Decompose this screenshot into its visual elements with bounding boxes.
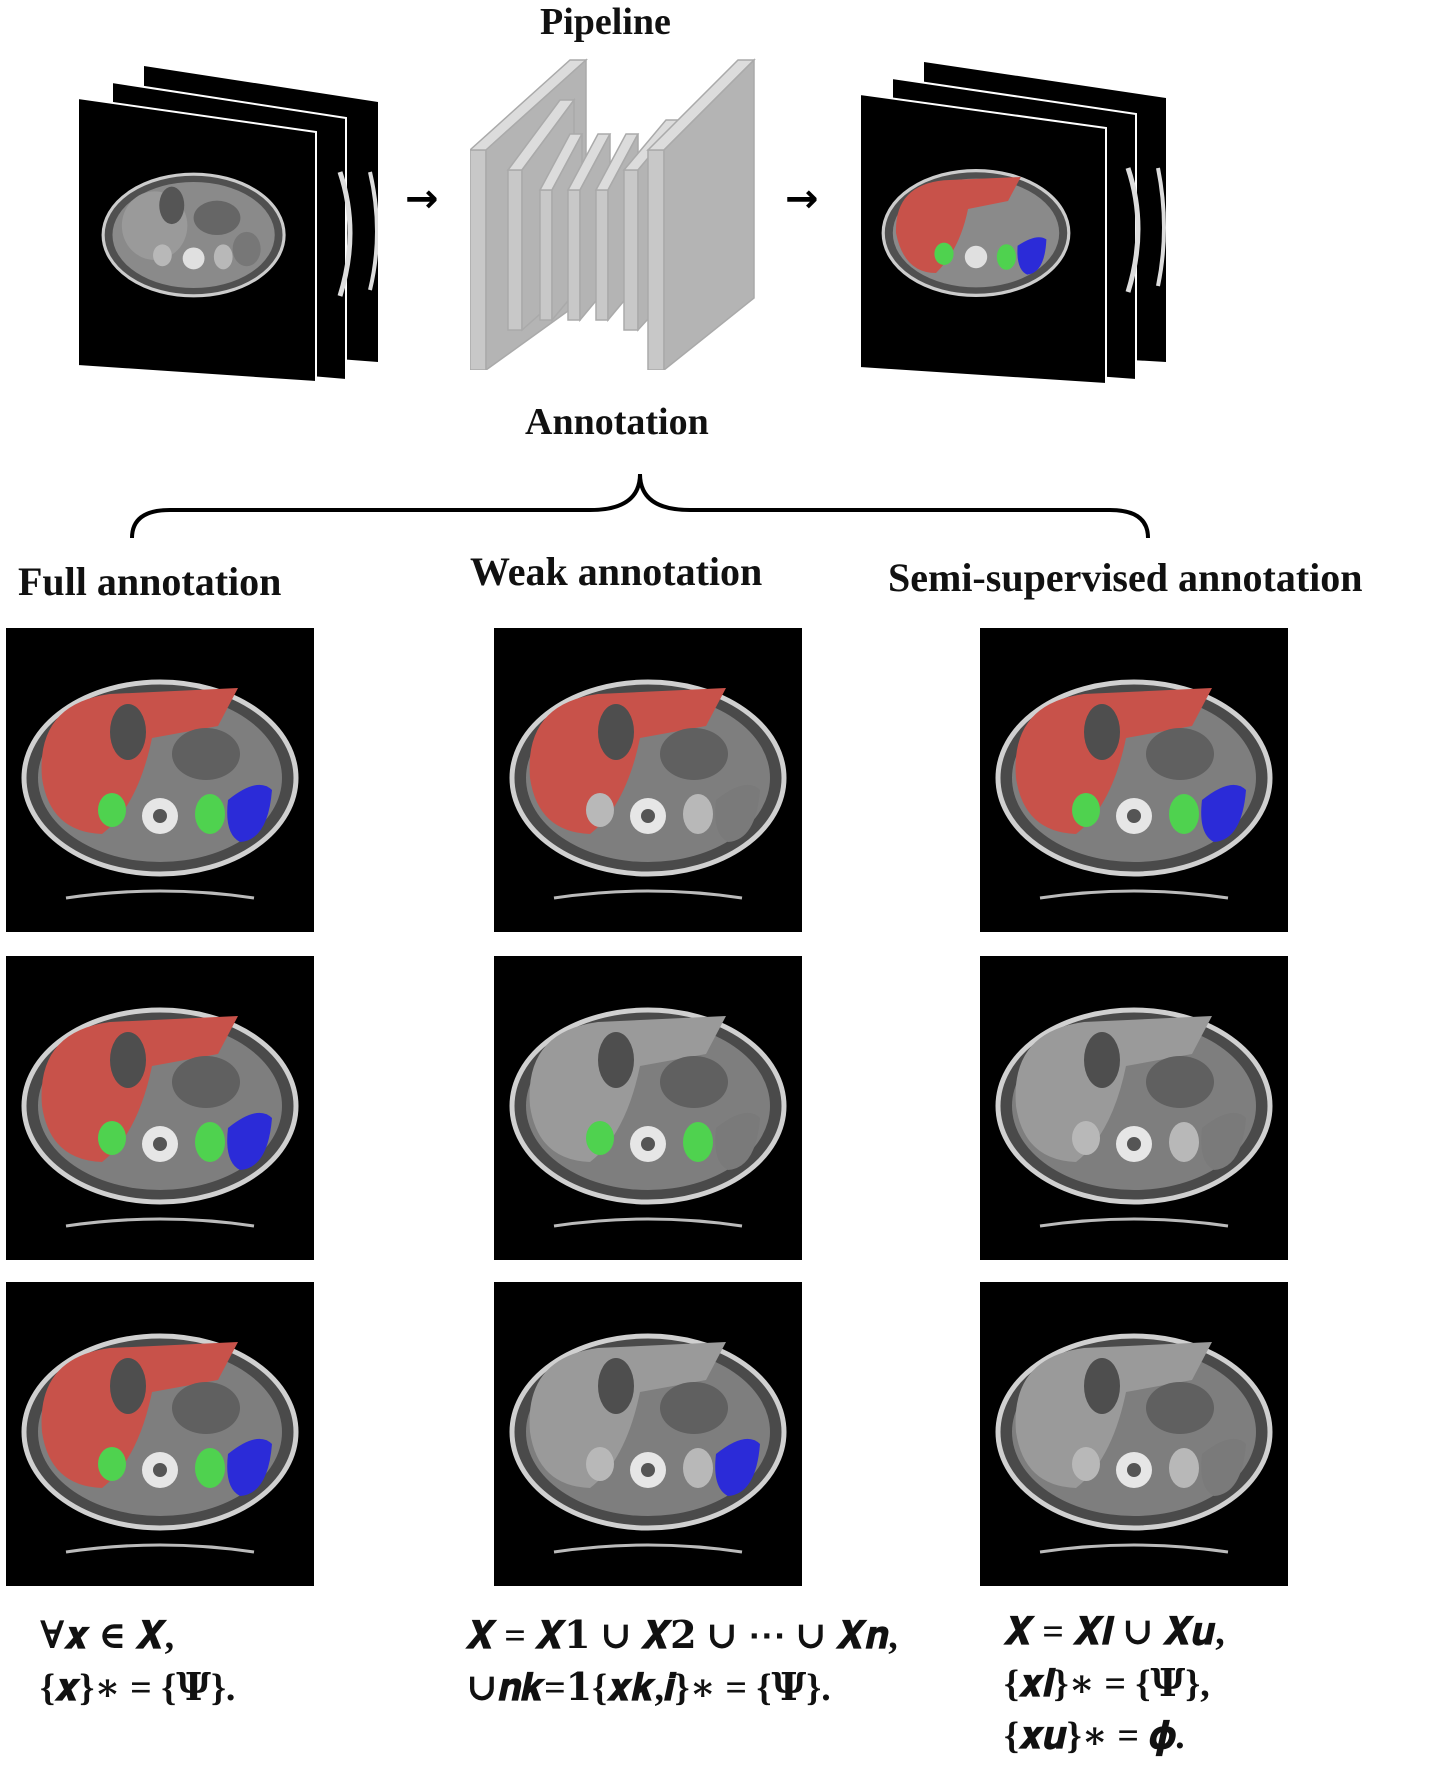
pipeline-title: Pipeline bbox=[540, 1, 671, 43]
input-ct-stack bbox=[77, 62, 379, 384]
annotation-subtitle: Annotation bbox=[525, 401, 709, 443]
formula-semi: 𝑿 = 𝑿𝒍 ∪ 𝑿𝒖, {𝒙𝒍}∗ = {𝚿}, {𝒙𝒖}∗ = 𝝓. bbox=[1004, 1606, 1225, 1762]
network-icon bbox=[468, 58, 770, 372]
ct-slice bbox=[494, 956, 802, 1260]
formula-line: {𝒙}∗ = {𝚿}. bbox=[40, 1667, 236, 1709]
ct-slice bbox=[6, 956, 314, 1260]
ct-slice bbox=[494, 1282, 802, 1586]
formula-line: ∀𝒙 ∈ 𝑿, bbox=[40, 1615, 175, 1657]
arrow-icon: → bbox=[405, 176, 439, 222]
ct-slice bbox=[980, 628, 1288, 932]
output-ct-stack bbox=[859, 58, 1170, 386]
formula-full: ∀𝒙 ∈ 𝑿, {𝒙}∗ = {𝚿}. bbox=[40, 1610, 235, 1714]
ct-slice bbox=[980, 1282, 1288, 1586]
ct-slice bbox=[6, 1282, 314, 1586]
formula-line: 𝑿 = 𝑿𝒍 ∪ 𝑿𝒖, bbox=[1004, 1611, 1225, 1653]
formula-line: {𝒙𝒍}∗ = {𝚿}, bbox=[1004, 1663, 1210, 1705]
formula-weak: 𝑿 = 𝑿𝟏 ∪ 𝑿𝟐 ∪ ⋯ ∪ 𝑿𝒏, ∪𝒏𝒌=𝟏{𝒙𝒌,𝒊}∗ = {𝚿}… bbox=[466, 1610, 898, 1714]
arrow-icon: → bbox=[785, 176, 819, 222]
formula-line: 𝑿 = 𝑿𝟏 ∪ 𝑿𝟐 ∪ ⋯ ∪ 𝑿𝒏, bbox=[466, 1615, 898, 1657]
ct-slice bbox=[494, 628, 802, 932]
formula-line: ∪𝒏𝒌=𝟏{𝒙𝒌,𝒊}∗ = {𝚿}. bbox=[466, 1667, 831, 1709]
column-title-full: Full annotation bbox=[18, 559, 282, 604]
column-title-semi: Semi-supervised annotation bbox=[888, 555, 1363, 600]
ct-slice bbox=[6, 628, 314, 932]
formula-line: {𝒙𝒖}∗ = 𝝓. bbox=[1004, 1715, 1185, 1757]
curly-brace bbox=[130, 470, 1150, 540]
column-title-weak: Weak annotation bbox=[470, 549, 763, 594]
ct-slice bbox=[980, 956, 1288, 1260]
